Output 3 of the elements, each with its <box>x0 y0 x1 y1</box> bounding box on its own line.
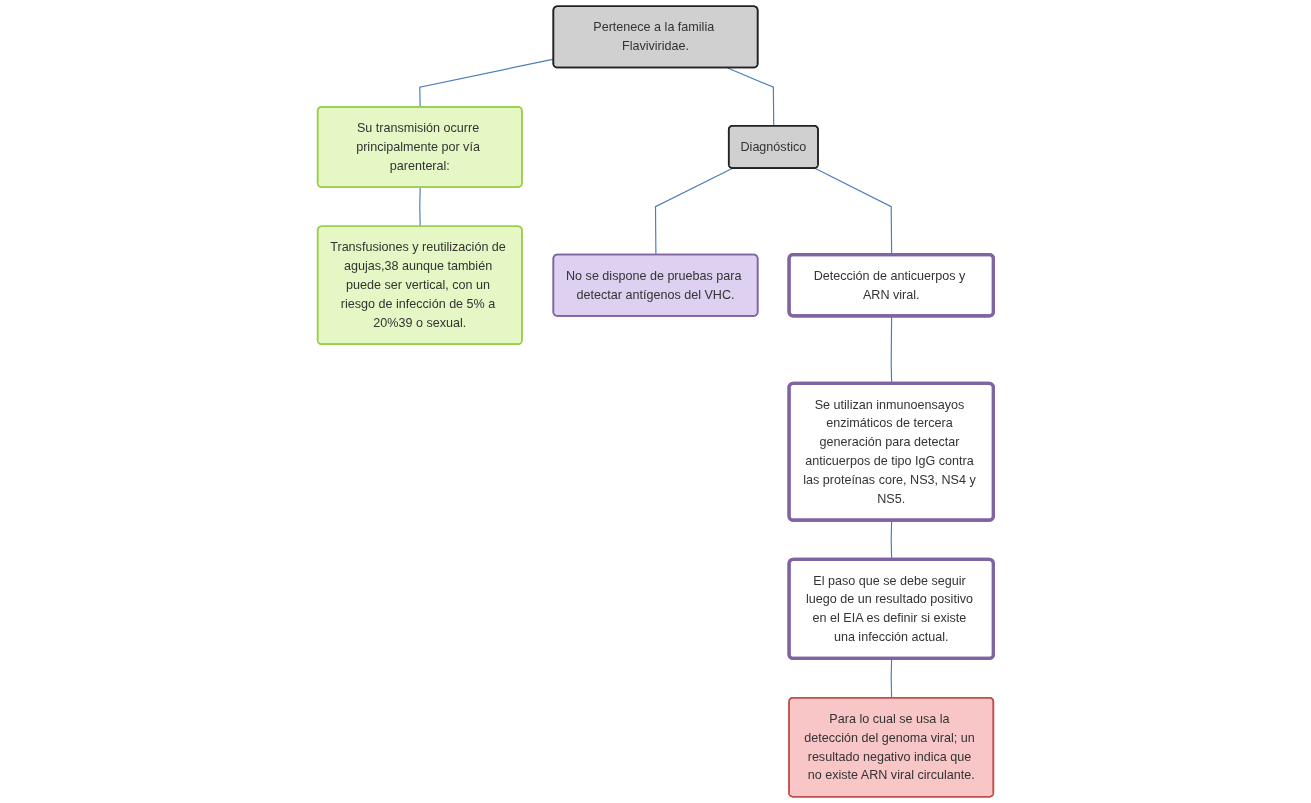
connector <box>890 658 893 699</box>
connector <box>419 186 421 228</box>
connector <box>654 167 733 256</box>
